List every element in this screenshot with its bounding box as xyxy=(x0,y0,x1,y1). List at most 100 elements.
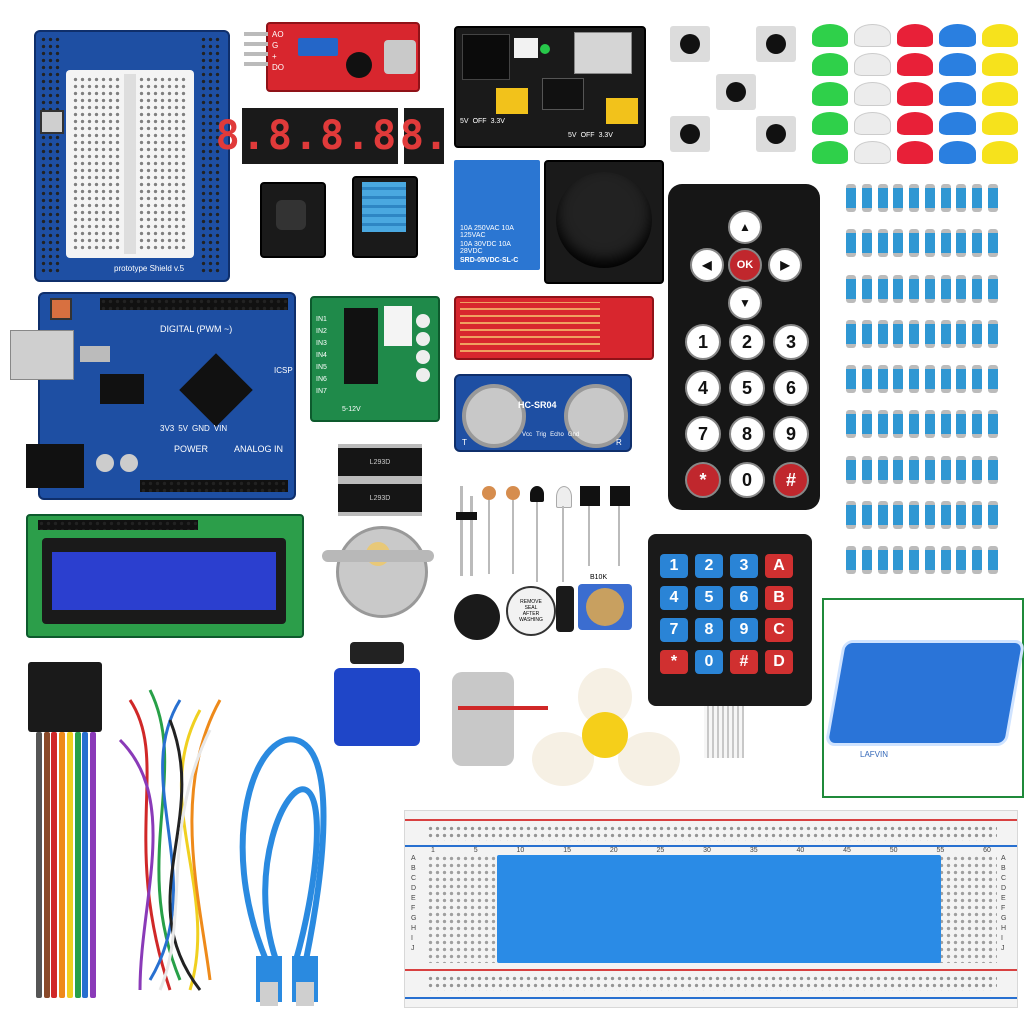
voltage-label: 5V xyxy=(460,118,469,125)
ir-receiver xyxy=(530,486,544,502)
remote-key[interactable]: 9 xyxy=(773,416,809,452)
relay-model: SRD-05VDC-SL-C xyxy=(460,257,519,264)
remote-key[interactable]: * xyxy=(685,462,721,498)
keypad-key[interactable]: D xyxy=(765,650,793,674)
keypad-key[interactable]: 7 xyxy=(660,618,688,642)
column-number: 15 xyxy=(563,847,571,854)
row-letter: B xyxy=(1001,865,1006,872)
push-button[interactable] xyxy=(756,116,796,152)
remote-key[interactable]: 7 xyxy=(685,416,721,452)
fan-blade xyxy=(532,668,682,804)
ultrasonic-sensor: HC-SR04 T R Vcc Trig Echo Gnd xyxy=(454,374,632,452)
voltage-label: 5-12V xyxy=(342,406,361,413)
relay-spec: 10A 250VAC 10A 125VAC xyxy=(460,225,514,239)
pin-label: DO xyxy=(272,63,284,72)
row-letter: J xyxy=(411,945,415,952)
sticker-text: REMOVE xyxy=(520,599,542,605)
power-label: POWER xyxy=(174,444,209,454)
keypad-key[interactable]: 3 xyxy=(730,554,758,578)
keypad-key[interactable]: B xyxy=(765,586,793,610)
down-button[interactable]: ▼ xyxy=(728,286,762,320)
column-number: 60 xyxy=(983,847,991,854)
keypad-key[interactable]: 1 xyxy=(660,554,688,578)
keypad-key[interactable]: C xyxy=(765,618,793,642)
remote-key[interactable]: 1 xyxy=(685,324,721,360)
keypad-key[interactable]: 5 xyxy=(695,586,723,610)
reset-button[interactable] xyxy=(50,298,72,320)
keypad-key[interactable]: 6 xyxy=(730,586,758,610)
row-letter: A xyxy=(1001,855,1006,862)
led-white xyxy=(854,53,891,77)
led-red xyxy=(896,82,934,106)
remote-key[interactable]: 6 xyxy=(773,370,809,406)
relay-spec: 10A 30VDC 10A 28VDC xyxy=(460,241,511,255)
push-button[interactable] xyxy=(756,26,796,62)
power-switch[interactable] xyxy=(514,38,538,58)
pin-label: IN4 xyxy=(316,352,327,359)
push-button[interactable] xyxy=(670,26,710,62)
digital-label: DIGITAL (PWM ~) xyxy=(160,324,233,334)
column-number: 40 xyxy=(796,847,805,854)
remote-key[interactable]: 3 xyxy=(773,324,809,360)
remote-key[interactable]: 8 xyxy=(729,416,765,452)
storage-box-inset: LAFVIN xyxy=(822,598,1024,798)
sound-sensor-module: AO G + DO xyxy=(266,22,420,92)
breadboard: 1 5 10 15 20 25 30 35 40 45 50 55 60 A B… xyxy=(404,810,1018,1008)
pin-label: IN6 xyxy=(316,376,327,383)
keypad-key[interactable]: # xyxy=(730,650,758,674)
led-yellow xyxy=(981,140,1018,164)
box-brand: LAFVIN xyxy=(860,750,889,759)
lcd-1602-module xyxy=(26,514,304,638)
column-number: 20 xyxy=(609,847,618,854)
remote-key[interactable]: 0 xyxy=(729,462,765,498)
remote-key[interactable]: 5 xyxy=(729,370,765,406)
pin-label: GND xyxy=(192,424,210,433)
sticker-text: WASHING xyxy=(519,617,543,623)
push-button[interactable] xyxy=(670,116,710,152)
ok-button[interactable]: OK xyxy=(728,248,762,282)
motor-wires xyxy=(458,706,548,710)
remote-key[interactable]: 4 xyxy=(685,370,721,406)
led-yellow xyxy=(981,53,1018,77)
led-green xyxy=(812,53,849,77)
led-green xyxy=(812,24,849,48)
left-button[interactable]: ◀ xyxy=(690,248,724,282)
sticker-text: SEAL xyxy=(524,605,538,611)
voltage-label: OFF xyxy=(580,132,595,139)
remote-key[interactable]: 2 xyxy=(729,324,765,360)
pin-label: AO xyxy=(272,30,284,39)
keypad-key[interactable]: 0 xyxy=(695,650,723,674)
side-label: R xyxy=(616,438,622,447)
keypad-key[interactable]: 9 xyxy=(730,618,758,642)
pin-label: + xyxy=(272,52,277,61)
keypad-key[interactable]: 8 xyxy=(695,618,723,642)
push-button[interactable] xyxy=(716,74,756,110)
up-button[interactable]: ▲ xyxy=(728,210,762,244)
uno-board: DIGITAL (PWM ~) POWER ANALOG IN ICSP 3V3… xyxy=(10,292,296,500)
keypad-key[interactable]: 2 xyxy=(695,554,723,578)
shield-label: prototype Shield v.5 xyxy=(114,264,185,273)
analog-label: ANALOG IN xyxy=(234,444,284,454)
column-number: 35 xyxy=(749,847,758,854)
dc-barrel-jack xyxy=(26,444,84,488)
chip-label: L293D xyxy=(369,458,391,466)
right-button[interactable]: ▶ xyxy=(768,248,802,282)
joystick-knob[interactable] xyxy=(556,172,652,268)
prototype-shield: prototype Shield v.5 xyxy=(34,30,230,282)
transistor xyxy=(610,486,630,506)
pin-label: 5V xyxy=(178,424,189,433)
pin-label: Gnd xyxy=(567,432,580,438)
keypad-key[interactable]: 4 xyxy=(660,586,688,610)
ic-chip: L293D xyxy=(338,480,422,516)
pin-label: VIN xyxy=(213,424,228,433)
active-buzzer: REMOVE SEAL AFTER WASHING xyxy=(506,586,556,636)
led-red xyxy=(896,53,934,77)
keypad-key[interactable]: A xyxy=(765,554,793,578)
mini-breadboard xyxy=(66,70,194,258)
pin-label: IN2 xyxy=(316,328,327,335)
remote-key[interactable]: # xyxy=(773,462,809,498)
dpad: ▲ ◀ OK ▶ ▼ xyxy=(688,210,802,320)
reset-button[interactable] xyxy=(40,110,64,134)
pot-label: B10K xyxy=(590,574,608,581)
keypad-key[interactable]: * xyxy=(660,650,688,674)
